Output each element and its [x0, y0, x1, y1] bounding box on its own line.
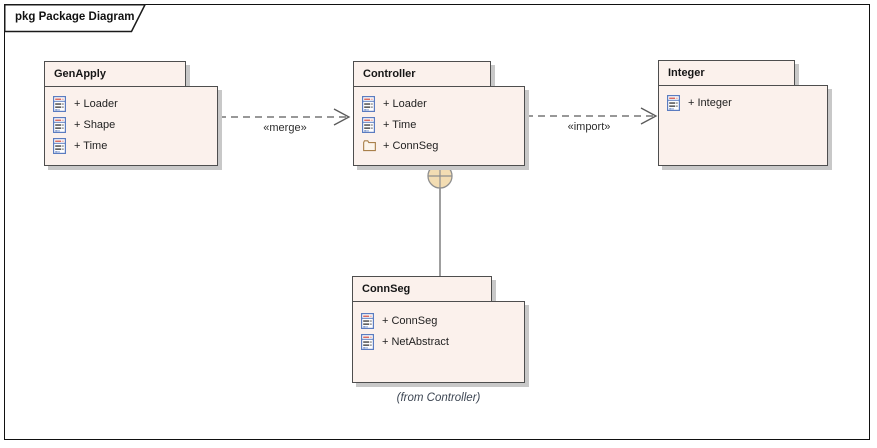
package-body[interactable]: + ConnSeg + NetAbstract — [352, 301, 525, 383]
package-body[interactable]: + Loader + Time + ConnSeg — [353, 86, 525, 166]
member-label: + ConnSeg — [383, 139, 439, 152]
package-name: Integer — [668, 67, 705, 79]
frame-title: pkg Package Diagram — [15, 11, 135, 23]
class-icon — [53, 117, 66, 133]
frame-tab-shape — [4, 4, 147, 33]
package-integer[interactable]: Integer + Integer — [658, 60, 828, 170]
member-label: + Loader — [74, 97, 118, 110]
class-icon — [361, 334, 374, 350]
class-icon — [53, 138, 66, 154]
frame-tab — [4, 4, 147, 33]
package-member[interactable]: + Loader — [45, 93, 217, 114]
member-label: + Loader — [383, 97, 427, 110]
merge-stereotype-label: «merge» — [263, 122, 307, 134]
package-controller[interactable]: Controller + Loader + Time + ConnSeg — [353, 61, 525, 171]
import-stereotype-label: «import» — [567, 121, 611, 133]
class-icon — [667, 95, 680, 111]
package-member[interactable]: + Shape — [45, 114, 217, 135]
class-icon — [53, 96, 66, 112]
package-member[interactable]: + NetAbstract — [353, 331, 524, 352]
package-member[interactable]: + Time — [45, 135, 217, 156]
package-tab[interactable]: ConnSeg — [352, 276, 492, 302]
package-member[interactable]: + Loader — [354, 93, 524, 114]
package-tab[interactable]: Controller — [353, 61, 491, 87]
member-label: + NetAbstract — [382, 335, 449, 348]
package-connseg[interactable]: ConnSeg + ConnSeg + NetAbstract — [352, 276, 525, 388]
package-origin-note: (from Controller) — [396, 392, 481, 404]
class-icon — [362, 117, 375, 133]
member-label: + ConnSeg — [382, 314, 438, 327]
member-label: + Time — [383, 118, 417, 131]
package-genapply[interactable]: GenApply + Loader + Shape + Time — [44, 61, 218, 171]
package-member[interactable]: + Time — [354, 114, 524, 135]
package-member[interactable]: + Integer — [659, 92, 827, 113]
package-member[interactable]: + ConnSeg — [354, 135, 524, 156]
package-name: Controller — [363, 68, 416, 80]
package-tab[interactable]: Integer — [658, 60, 795, 86]
package-body[interactable]: + Loader + Shape + Time — [44, 86, 218, 166]
package-name: GenApply — [54, 68, 106, 80]
class-icon — [362, 96, 375, 112]
class-icon — [361, 313, 374, 329]
member-label: + Time — [74, 139, 108, 152]
member-label: + Integer — [688, 96, 732, 109]
package-body[interactable]: + Integer — [658, 85, 828, 166]
member-label: + Shape — [74, 118, 116, 131]
package-member[interactable]: + ConnSeg — [353, 310, 524, 331]
package-tab[interactable]: GenApply — [44, 61, 186, 87]
package-folder-icon — [362, 139, 377, 152]
package-name: ConnSeg — [362, 283, 411, 295]
